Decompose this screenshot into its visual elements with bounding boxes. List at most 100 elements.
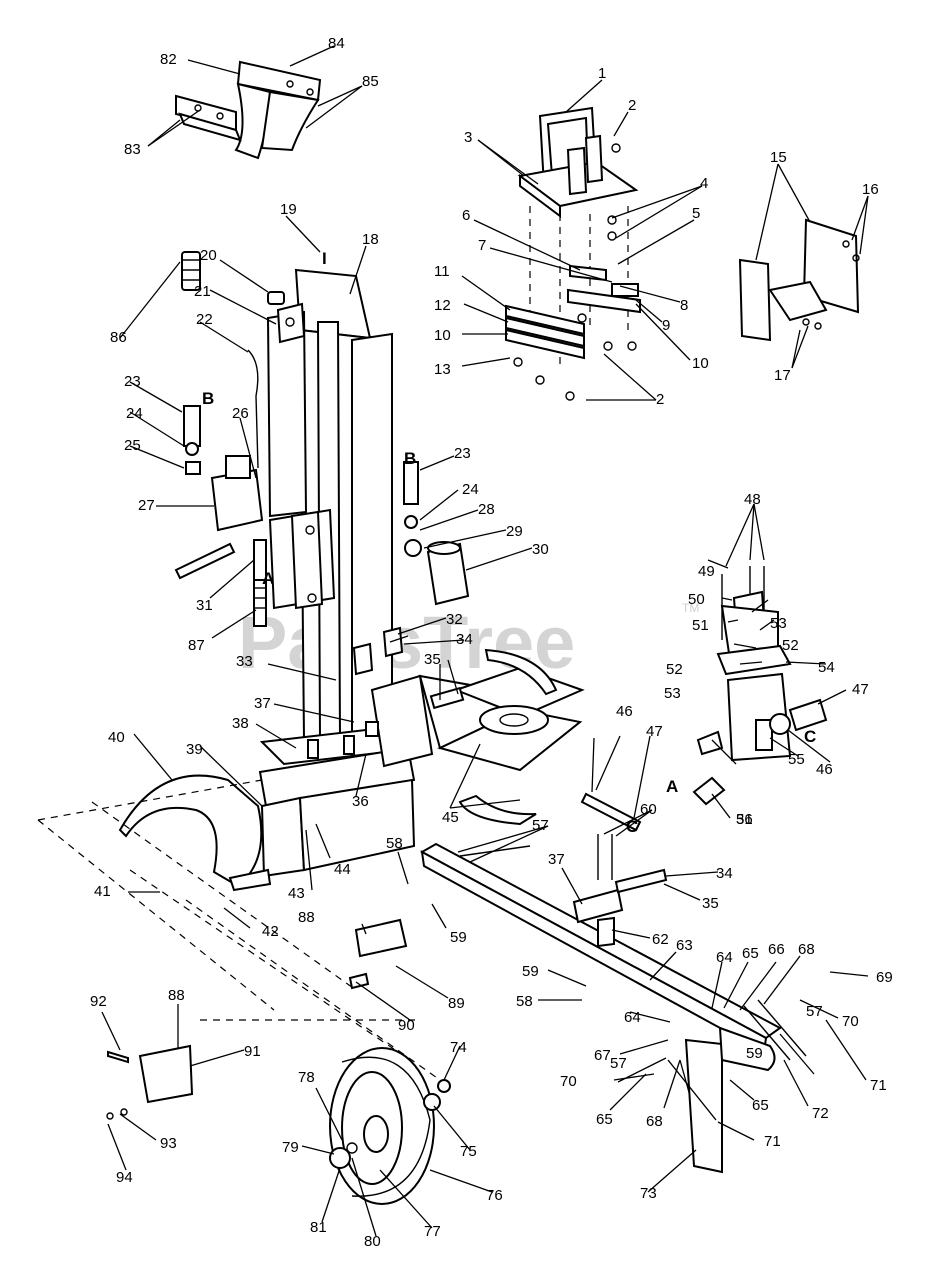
connection-letter-c: C: [626, 817, 638, 836]
callout: 70: [842, 1013, 859, 1030]
callout: 89: [448, 995, 465, 1012]
callout: 35: [702, 895, 719, 912]
callout: 46: [616, 703, 633, 720]
callout: 24: [126, 405, 143, 422]
wedge-assembly: [505, 106, 641, 401]
callout: 32: [446, 611, 463, 628]
callout: 40: [108, 729, 125, 746]
callout: 57: [532, 817, 549, 834]
callout: 58: [386, 835, 403, 852]
callout: 2: [628, 97, 636, 114]
callout: 48: [744, 491, 761, 508]
callout: 68: [646, 1113, 663, 1130]
callout: 1: [598, 65, 606, 82]
splitter-beam: [266, 268, 404, 762]
callout: 73: [640, 1185, 657, 1202]
log-cradle-assembly: [175, 60, 322, 160]
callout: 59: [522, 963, 539, 980]
wheel-assembly: [329, 1047, 451, 1205]
callout: 16: [862, 181, 879, 198]
callout: 58: [516, 993, 533, 1010]
callout: 27: [138, 497, 155, 514]
callout: 12: [434, 297, 451, 314]
callout: 34: [456, 631, 473, 648]
callout: 7: [478, 237, 486, 254]
base-and-tank: [258, 648, 585, 878]
callout: 55: [788, 751, 805, 768]
callout: 83: [124, 141, 141, 158]
callout: 57: [610, 1055, 627, 1072]
callout: 31: [196, 597, 213, 614]
callout: 34: [716, 865, 733, 882]
leader-lines: [101, 45, 869, 1237]
callout: 45: [442, 809, 459, 826]
callout: 80: [364, 1233, 381, 1250]
callout: 18: [362, 231, 379, 248]
mount-brackets: [106, 918, 408, 1120]
callout: 54: [818, 659, 835, 676]
callout: 19: [280, 201, 297, 218]
callout: 30: [532, 541, 549, 558]
callout: 33: [236, 653, 253, 670]
callout: 65: [742, 945, 759, 962]
callout: 9: [662, 317, 670, 334]
assembly-line: [129, 869, 411, 1061]
callout: 5: [692, 205, 700, 222]
callout: 29: [506, 523, 523, 540]
callout: 37: [548, 851, 565, 868]
callout: 39: [186, 741, 203, 758]
callout: 88: [298, 909, 315, 926]
callout: 84: [328, 35, 345, 52]
callout: 64: [624, 1009, 641, 1026]
callout: 68: [798, 941, 815, 958]
callout: 52: [666, 661, 683, 678]
connection-letters: B B A A C C I: [202, 249, 816, 836]
callout: 22: [196, 311, 213, 328]
callout: 79: [282, 1139, 299, 1156]
filter-and-fittings: [389, 461, 470, 643]
callout: 11: [434, 263, 450, 280]
callout: 42: [262, 923, 279, 940]
callout: 72: [812, 1105, 829, 1122]
callout: 51: [692, 617, 709, 634]
watermark-tm: TM: [682, 601, 699, 615]
callout: 46: [816, 761, 833, 778]
callout: 65: [596, 1111, 613, 1128]
connection-letter-a: A: [666, 777, 678, 796]
log-stripper-bracket: [738, 218, 860, 342]
fender: [118, 774, 272, 892]
callout: 10: [434, 327, 451, 344]
callout: 93: [160, 1135, 177, 1152]
callout: 86: [110, 329, 127, 346]
callout: 3: [464, 129, 472, 146]
callout: 71: [870, 1077, 887, 1094]
callout: 87: [188, 637, 205, 654]
callout: 25: [124, 437, 141, 454]
callout: 94: [116, 1169, 133, 1186]
callout: 62: [652, 931, 669, 948]
callout-labels: 1 2 2 3 4 5 6 7 8 9 10 10 11 12 13 15 16…: [90, 35, 893, 1250]
connection-letter-a: A: [262, 569, 274, 588]
callout: 64: [716, 949, 733, 966]
callout: 24: [462, 481, 479, 498]
callout: 6: [462, 207, 470, 224]
callout: 28: [478, 501, 495, 518]
callout: 67: [594, 1047, 611, 1064]
callout: 20: [200, 247, 217, 264]
callout: 37: [254, 695, 271, 712]
callout: 76: [486, 1187, 503, 1204]
control-valve-assembly: [174, 251, 285, 627]
callout: 74: [450, 1039, 467, 1056]
callout: 66: [768, 941, 785, 958]
callout: 53: [770, 615, 787, 632]
callout: 49: [698, 563, 715, 580]
callout: 43: [288, 885, 305, 902]
callout: 63: [676, 937, 693, 954]
callout: 47: [852, 681, 869, 698]
connection-letter-c: C: [804, 727, 816, 746]
callout: 13: [434, 361, 451, 378]
assembly-line: [37, 819, 275, 1011]
callout: 17: [774, 367, 791, 384]
callout: 23: [124, 373, 141, 390]
